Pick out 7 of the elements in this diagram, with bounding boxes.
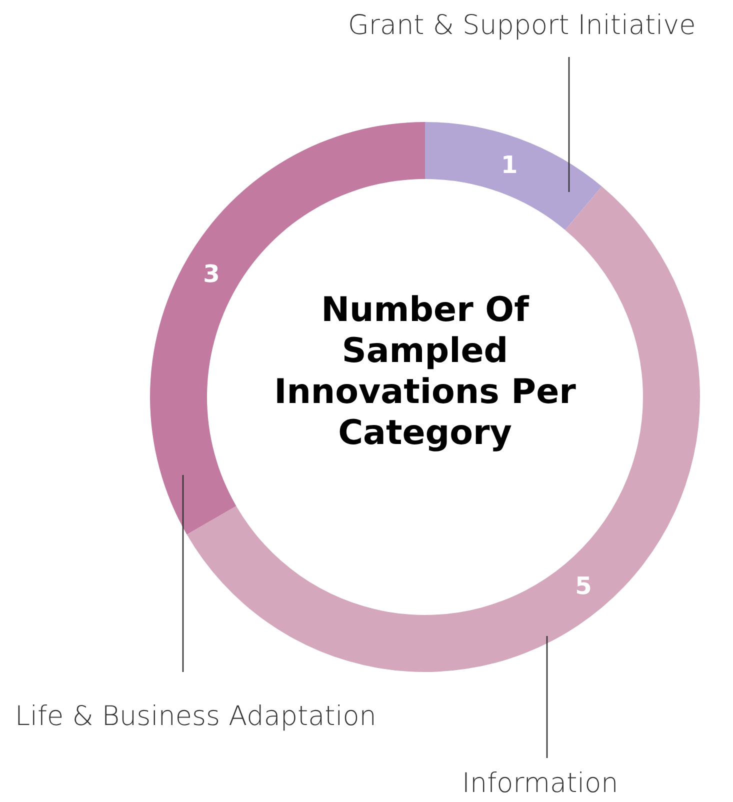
category-label: Information <box>462 768 618 799</box>
category-label: Life & Business Adaptation <box>15 701 376 732</box>
value-label: 3 <box>203 260 220 288</box>
category-label: Grant & Support Initiative <box>348 10 696 41</box>
value-label: 5 <box>575 572 592 600</box>
value-label: 1 <box>500 151 518 180</box>
chart-title: Number Of Sampled Innovations Per Category <box>273 290 577 454</box>
